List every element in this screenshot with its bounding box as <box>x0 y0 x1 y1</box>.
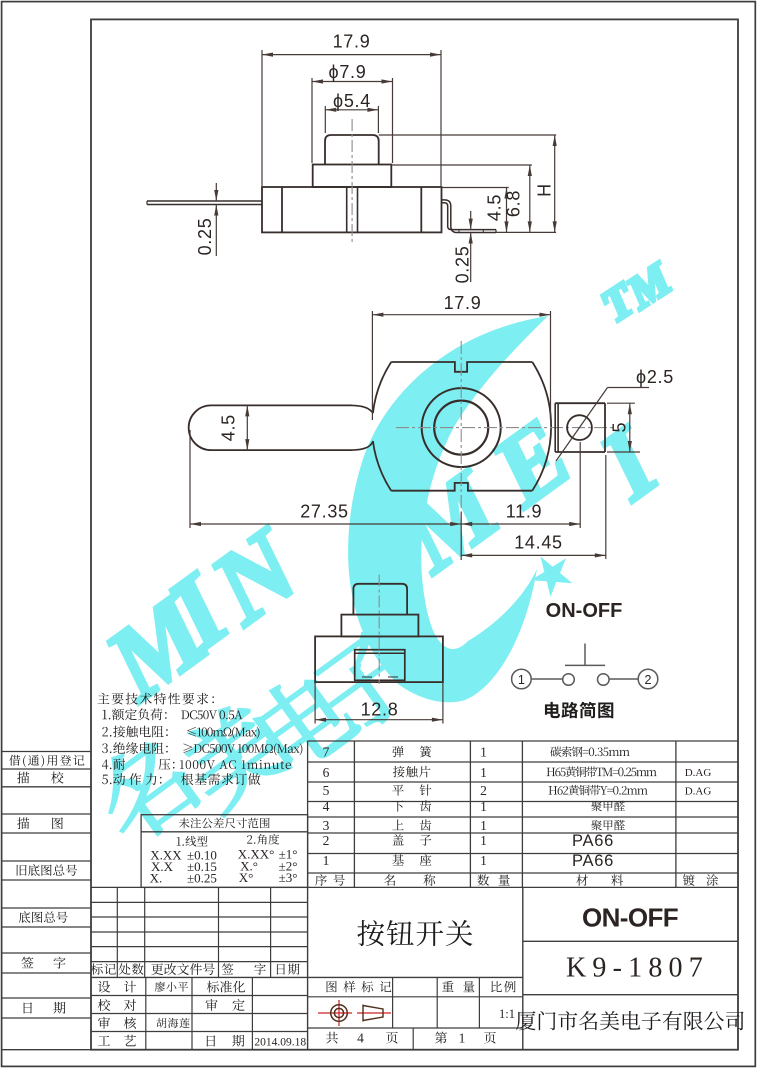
svg-text:27.35: 27.35 <box>300 502 349 522</box>
svg-text:ON-OFF: ON-OFF <box>582 903 678 933</box>
svg-text:1: 1 <box>459 1031 466 1046</box>
svg-text:17.9: 17.9 <box>444 293 482 313</box>
svg-text:2: 2 <box>323 833 330 848</box>
svg-text:±3°: ±3° <box>279 870 298 885</box>
svg-text:12.8: 12.8 <box>361 700 399 720</box>
svg-text:2: 2 <box>645 673 652 687</box>
svg-text:0.25: 0.25 <box>452 246 472 284</box>
svg-text:1: 1 <box>480 799 487 814</box>
svg-text:4: 4 <box>323 799 330 814</box>
svg-text:2: 2 <box>480 783 487 798</box>
svg-text:ϕ7.9: ϕ7.9 <box>329 62 367 82</box>
svg-text:6: 6 <box>323 765 330 780</box>
svg-text:1: 1 <box>480 745 487 760</box>
svg-text:X.°: X.° <box>240 859 258 874</box>
svg-text:X.XX: X.XX <box>150 848 182 863</box>
svg-text:H: H <box>534 183 554 197</box>
svg-text:5: 5 <box>323 783 330 798</box>
svg-text:11.9: 11.9 <box>506 501 543 521</box>
svg-text:1: 1 <box>480 818 487 833</box>
svg-text:±1°: ±1° <box>279 847 298 862</box>
svg-text:1: 1 <box>480 833 487 848</box>
svg-text:1: 1 <box>480 765 487 780</box>
svg-text:±0.15: ±0.15 <box>187 859 217 874</box>
svg-text:±0.25: ±0.25 <box>187 871 217 886</box>
svg-text:3: 3 <box>323 818 330 833</box>
svg-text:17.9: 17.9 <box>333 31 371 51</box>
svg-text:1:1: 1:1 <box>499 1007 515 1021</box>
svg-text:ON-OFF: ON-OFF <box>546 600 623 622</box>
svg-text:14.45: 14.45 <box>514 533 563 553</box>
svg-text:D.AG: D.AG <box>685 767 712 779</box>
svg-text:5: 5 <box>609 422 629 433</box>
svg-text:X.X: X.X <box>151 859 174 874</box>
svg-text:7: 7 <box>323 745 330 760</box>
svg-text:ϕ2.5: ϕ2.5 <box>636 367 674 387</box>
svg-text:4: 4 <box>357 1031 364 1046</box>
svg-text:6.8: 6.8 <box>504 190 524 217</box>
svg-text:X.XX°: X.XX° <box>238 847 275 862</box>
svg-text:2014.09.18: 2014.09.18 <box>254 1036 306 1048</box>
svg-text:X°: X° <box>239 870 254 885</box>
svg-text:±0.10: ±0.10 <box>187 848 217 863</box>
svg-text:4.5: 4.5 <box>219 414 239 441</box>
svg-text:1: 1 <box>518 673 525 687</box>
svg-text:X.: X. <box>150 871 163 886</box>
svg-text:D.AG: D.AG <box>685 785 712 797</box>
svg-text:ϕ5.4: ϕ5.4 <box>333 91 371 111</box>
svg-text:1: 1 <box>323 853 330 868</box>
svg-text:1: 1 <box>480 853 487 868</box>
svg-text:±2°: ±2° <box>279 859 298 874</box>
svg-text:0.25: 0.25 <box>195 218 215 256</box>
svg-text:PA66: PA66 <box>572 852 614 870</box>
svg-text:PA66: PA66 <box>572 832 614 850</box>
svg-text:K9-1807: K9-1807 <box>566 953 709 984</box>
svg-text:4.5: 4.5 <box>485 194 505 221</box>
